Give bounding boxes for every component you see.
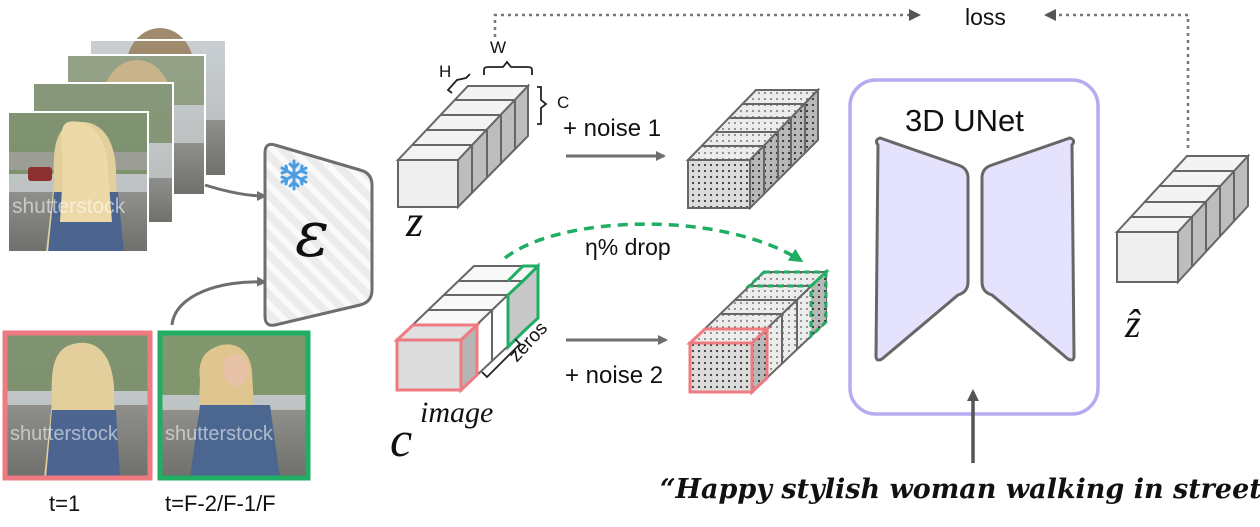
dimension-brackets (446, 60, 548, 125)
width-dimension-label: W (490, 38, 507, 57)
latent-z (395, 83, 531, 210)
noise2-label: + noise 2 (565, 362, 664, 389)
first-frame-label: t=1 (49, 491, 81, 516)
watermark-text: shutterstock (10, 423, 119, 445)
c-image-superscript: image (420, 396, 494, 429)
input-video-frames: shutterstock (7, 28, 227, 253)
zeros-bracket (481, 338, 522, 379)
last-frames-condition (157, 330, 311, 481)
height-dimension-label: H (439, 62, 452, 81)
unet-title: 3D UNet (905, 103, 1024, 138)
first-frame-condition (2, 330, 153, 481)
encoder-block (263, 142, 374, 327)
watermark-text: shutterstock (165, 423, 274, 445)
watermark-text: shutterstock (12, 195, 126, 218)
loss-connectors (493, 9, 1190, 148)
channel-dimension-label: C (557, 93, 570, 112)
loss-label: loss (965, 4, 1006, 30)
z-hat-symbol: ẑ (1125, 301, 1141, 346)
text-prompt: “Happy stylish woman walking in street.” (660, 474, 1260, 505)
drop-label: η% drop (585, 234, 671, 260)
noisy-latent (685, 87, 821, 211)
video-frame-front (7, 111, 149, 253)
noise1-label: + noise 1 (563, 115, 662, 142)
last-frames-label: t=F-2/F-1/F (165, 491, 276, 516)
c-image-symbol: c (390, 411, 413, 467)
frames-to-encoder-arrow (204, 183, 267, 201)
encoder-symbol: ε (295, 198, 330, 272)
drop-arrow (503, 222, 804, 263)
noisy-c-image-latent (686, 268, 830, 396)
z-symbol: z (406, 197, 424, 246)
latent-z-hat (1114, 153, 1251, 285)
condition-to-encoder-arrow (170, 276, 267, 326)
latent-c-image (393, 262, 541, 394)
snowflake-icon (280, 159, 308, 191)
unet-block (848, 78, 1100, 416)
